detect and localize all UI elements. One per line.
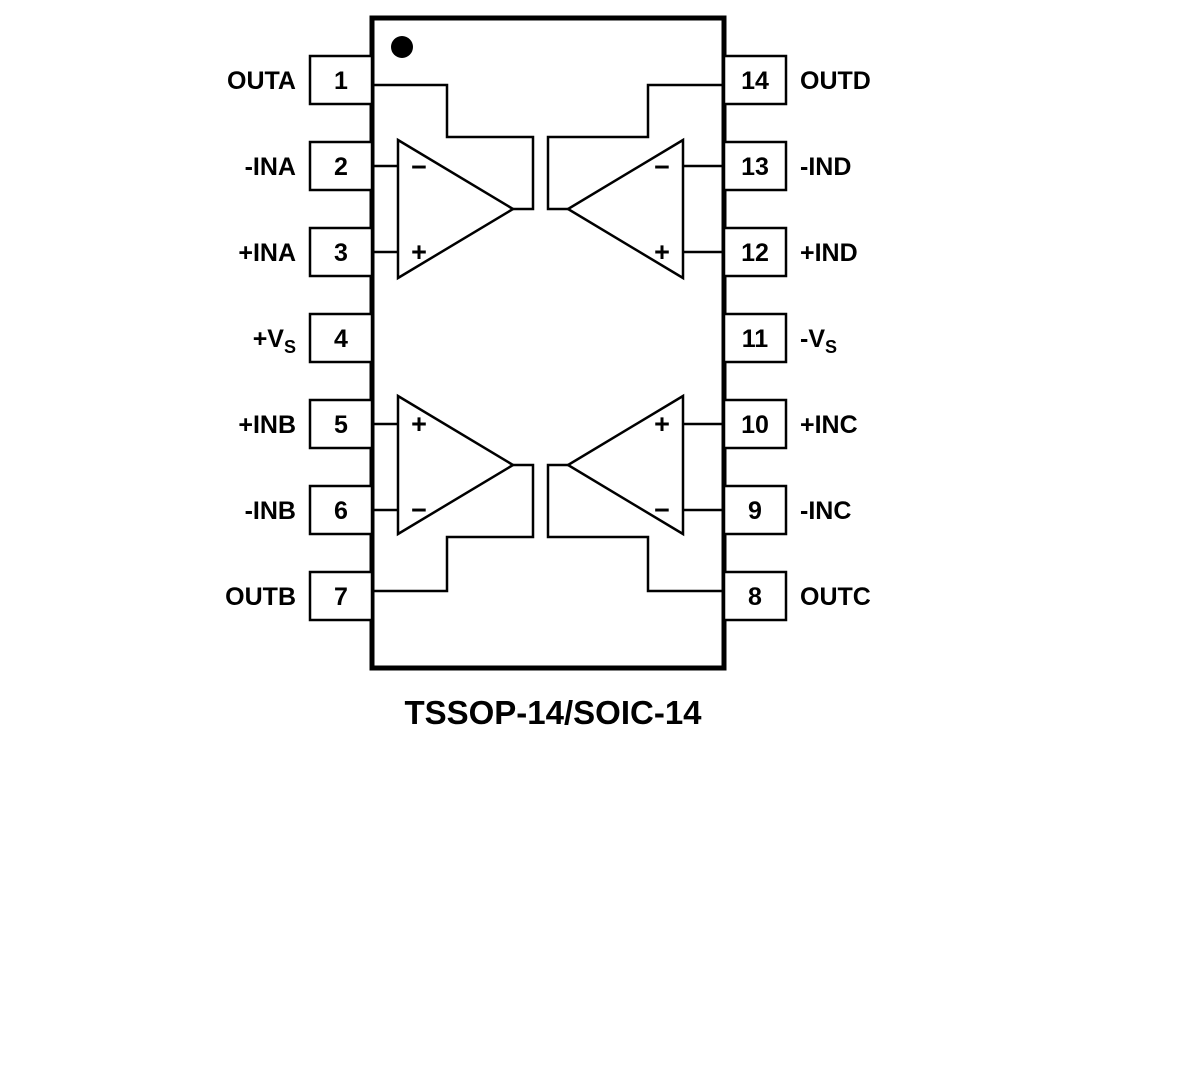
pin-box-8 xyxy=(722,570,788,622)
pin-number-1: 1 xyxy=(334,67,348,95)
pin-box-12 xyxy=(722,226,788,278)
pin-label-outb: OUTB xyxy=(225,583,296,611)
pin-box-11 xyxy=(722,312,788,364)
right-pins: 14 13 12 11 10 9 8 xyxy=(722,54,788,622)
pin-number-13: 13 xyxy=(741,153,769,181)
pin-label-minc: -INC xyxy=(800,497,851,525)
pin-number-3: 3 xyxy=(334,239,348,267)
pin-label-pind: +IND xyxy=(800,239,858,267)
pin-label-pina: +INA xyxy=(238,239,296,267)
pin-label-mvs: -VS xyxy=(800,325,837,357)
right-pin-labels: OUTD -IND +IND -VS +INC -INC OUTC xyxy=(800,67,871,611)
pin-label-pinc: +INC xyxy=(800,411,858,439)
pin-number-4: 4 xyxy=(334,325,348,353)
pin-box-4 xyxy=(308,312,374,364)
pin-number-6: 6 xyxy=(334,497,348,525)
left-pin-labels: OUTA -INA +INA +VS +INB -INB OUTB xyxy=(225,67,296,611)
left-pins: 1 2 3 4 5 6 7 xyxy=(308,54,374,622)
opamp-c-noninverting-sign: + xyxy=(654,409,670,439)
pin-number-5: 5 xyxy=(334,411,348,439)
pin-box-13 xyxy=(722,140,788,192)
pin-box-5 xyxy=(308,398,374,450)
pin-box-14 xyxy=(722,54,788,106)
pin-number-8: 8 xyxy=(748,583,762,611)
pin-label-mind: -IND xyxy=(800,153,851,181)
ic-body xyxy=(369,15,727,671)
pin-label-minb: -INB xyxy=(245,497,296,525)
pin-box-1 xyxy=(308,54,374,106)
pin-number-10: 10 xyxy=(741,411,769,439)
pin-label-outa: OUTA xyxy=(227,67,296,95)
opamp-a-output-wire xyxy=(372,83,535,211)
pin-number-12: 12 xyxy=(741,239,769,267)
pin-label-pinb: +INB xyxy=(238,411,296,439)
pin-number-11: 11 xyxy=(742,325,769,353)
internal-wires xyxy=(372,83,724,593)
opamp-c-triangle xyxy=(565,393,685,537)
opamp-d-noninverting-sign: + xyxy=(654,237,670,267)
pin-box-10 xyxy=(722,398,788,450)
pin-label-mina: -INA xyxy=(245,153,296,181)
opamp-b-triangle xyxy=(396,393,516,537)
pin-box-3 xyxy=(308,226,374,278)
opamp-b-inverting-sign: − xyxy=(411,495,427,525)
opamp-d-triangle xyxy=(565,137,685,281)
opamp-c-output-wire xyxy=(546,463,724,593)
pin-label-outc: OUTC xyxy=(800,583,871,611)
package-title: TSSOP-14/SOIC-14 xyxy=(404,694,702,731)
pin-number-9: 9 xyxy=(748,497,762,525)
pin-number-14: 14 xyxy=(741,67,769,95)
opamp-d-inverting-sign: − xyxy=(654,152,670,182)
pin-number-2: 2 xyxy=(334,153,348,181)
pin-box-9 xyxy=(722,484,788,536)
opamp-a-triangle xyxy=(396,137,516,281)
opamp-a-noninverting-sign: + xyxy=(411,237,427,267)
pin-box-7 xyxy=(308,570,374,622)
opamp-a-inverting-sign: − xyxy=(411,152,427,182)
pin-label-outd: OUTD xyxy=(800,67,871,95)
opamp-d-output-wire xyxy=(546,83,724,211)
pin-box-6 xyxy=(308,484,374,536)
opamp-b-noninverting-sign: + xyxy=(411,409,427,439)
pin1-indicator-dot xyxy=(391,36,413,58)
opamp-b-output-wire xyxy=(372,463,535,593)
pin-box-2 xyxy=(308,140,374,192)
opamp-c-inverting-sign: − xyxy=(654,495,670,525)
pin-label-pvs: +VS xyxy=(253,325,296,357)
pin-number-7: 7 xyxy=(334,583,348,611)
